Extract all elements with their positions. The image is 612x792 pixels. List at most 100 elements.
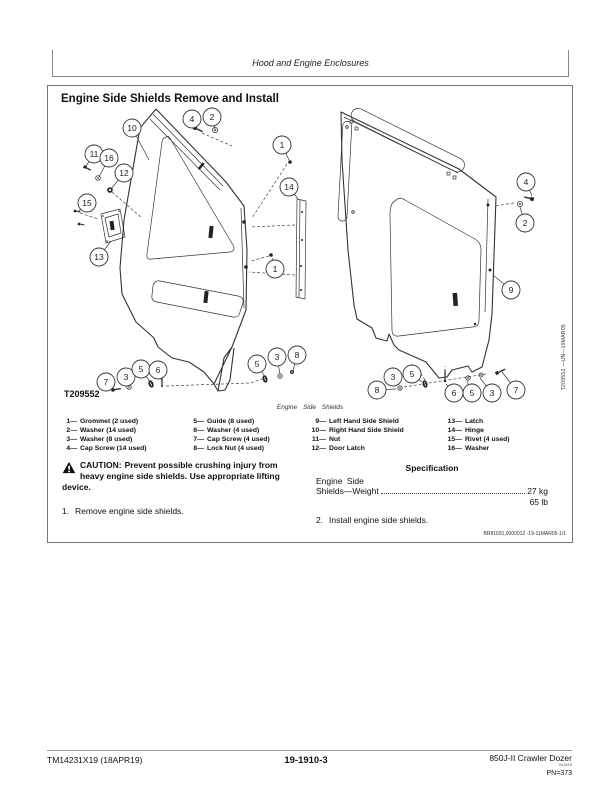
page-header: Hood and Engine Enclosures [52,50,569,77]
washer [465,375,471,381]
slot-strip [337,120,353,222]
svg-text:1: 1 [273,264,278,274]
svg-text:10: 10 [127,123,137,133]
legend-item: 4—Cap Screw (14 used) [62,444,189,453]
legend-item-label: Cap Screw (14 used) [80,445,147,452]
caution-text: Prevent possible crushing injury from he… [62,460,280,492]
legend-item: 6—Washer (4 used) [189,426,311,435]
legend-item: 1—Grommet (2 used) [62,417,189,426]
legend-item-number: 4— [66,445,77,452]
legend-item-number: 3— [66,436,77,443]
callout-10: 10 [122,118,150,161]
svg-text:2: 2 [523,218,528,228]
legend-item: 5—Guide (8 used) [189,417,311,426]
section-title: Engine Side Shields Remove and Install [61,93,279,105]
legend-item: 7—Cap Screw (4 used) [189,435,311,444]
hardware-glyphs [73,125,535,392]
legend-item: 15—Rivet (4 used) [447,435,547,444]
svg-text:6: 6 [156,365,161,375]
svg-text:5: 5 [255,359,260,369]
legend-item-number: 13— [447,418,462,425]
legend-item: 8—Lock Nut (4 used) [189,444,311,453]
dot-leader [380,493,526,494]
callout-7: 7 [501,371,526,400]
legend-item: 14—Hinge [447,426,547,435]
warning-triangle-icon [62,461,76,474]
callout-1: 1 [272,135,292,161]
step-number: 1. [62,506,70,516]
callout-16: 16 [98,148,119,178]
callout-12: 12 [110,163,134,190]
legend-item-number: 9— [315,418,326,425]
washer [397,385,403,391]
svg-text:9: 9 [509,285,514,295]
callout-4: 4 [516,172,536,197]
washer [212,127,218,133]
right-hand-shield-drawing [119,108,248,392]
signoff-code: BR81691,0000012 -19-11MAR05-1/1 [483,531,566,537]
step-text: Remove engine side shields. [75,506,184,516]
callout-6: 6 [444,383,464,403]
legend-item-label: Washer (14 used) [80,427,137,434]
footer-rule [47,750,572,751]
footer-right: 850J-II Crawler Dozer 041819 PN=373 [489,753,572,777]
legend-item: 9—Left Hand Side Shield [311,417,447,426]
bolt [82,164,91,171]
legend-item-number: 14— [447,427,462,434]
legend-item-number: 1— [66,418,77,425]
legend-item-number: 5— [193,418,204,425]
footer-model-code: 041819 [558,762,572,767]
footer-page-number: PN=373 [546,770,573,777]
figure-caption: Engine Side Shields [276,404,344,411]
legend-item-label: Latch [465,418,484,425]
svg-text:11: 11 [90,149,99,159]
callout-4: 4 [182,109,202,129]
washer [277,373,283,379]
spec-value-imperial: 65 lb [529,497,548,507]
svg-text:8: 8 [295,350,300,360]
callout-3: 3 [479,377,502,403]
left-hand-shield-drawing [337,108,497,379]
legend-item-number: 16— [447,445,462,452]
grommet [486,203,490,207]
legend-item-label: Lock Nut (4 used) [207,445,265,452]
legend-item: 11—Nut [311,435,447,444]
callout-5: 5 [462,380,482,403]
handle-slot [203,290,209,304]
figure-id: T209552 [64,389,100,399]
hinge-drawing [295,198,307,300]
step-2: 2.Install engine side shields. [316,515,428,525]
legend-item: 13—Latch [447,417,547,426]
svg-text:3: 3 [124,372,129,382]
legend-item-label: Rivet (4 used) [465,436,510,443]
legend-column: 1—Grommet (2 used)2—Washer (14 used)3—Wa… [62,417,189,453]
cap-screw [524,196,535,202]
specification-block: Specification Engine Side Shields—Weight… [316,463,548,507]
step-number: 2. [316,515,324,525]
callout-8: 8 [287,345,307,372]
legend-item-number: 10— [311,427,326,434]
svg-text:7: 7 [104,377,109,387]
legend-item-number: 2— [66,427,77,434]
handle-slot [208,225,214,239]
callout-1: 1 [265,257,285,279]
legend-item-label: Washer [465,445,490,452]
svg-text:15: 15 [82,198,92,208]
legend-item-label: Nut [329,436,341,443]
legend-item: 12—Door Latch [311,444,447,453]
legend-item-label: Guide (8 used) [207,418,255,425]
legend-item-label: Left Hand Side Shield [329,418,399,425]
svg-text:3: 3 [391,372,396,382]
grommet [242,220,246,224]
legend-item-label: Hinge [465,427,484,434]
rivet [77,222,85,226]
legend-item: 16—Washer [447,444,547,453]
specification-heading: Specification [405,463,459,473]
door-latch-drawing [100,208,126,244]
grommet [288,160,292,164]
edge-guard [350,108,465,173]
legend-item-number: 7— [193,436,204,443]
